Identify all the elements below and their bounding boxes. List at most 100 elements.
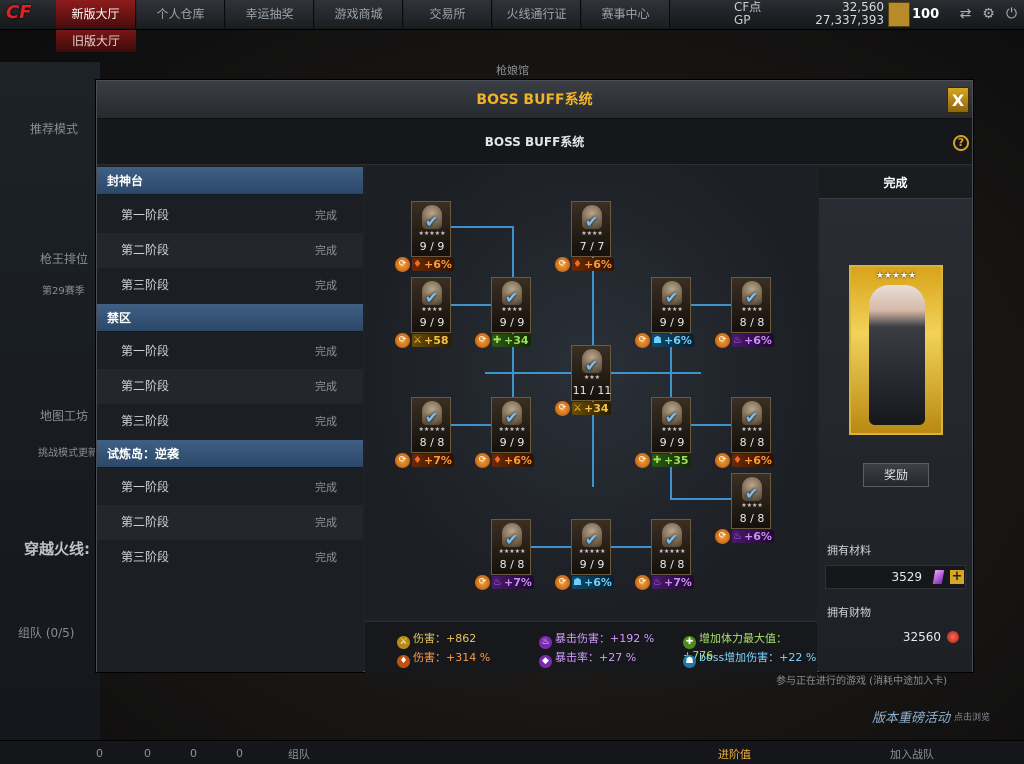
node-count: 8 / 8	[419, 436, 445, 449]
dialog-title-bar: BOSS BUFF系统 X	[97, 81, 972, 119]
node-stars: ★★★★	[501, 306, 523, 313]
buff-node[interactable]: ✔★★★★9 / 9	[651, 397, 691, 453]
upgrade-ring-icon[interactable]: ⟳	[475, 453, 490, 468]
click-browse-label: 点击浏览	[954, 713, 991, 723]
bonus-value: ☗+6%	[572, 576, 614, 589]
buff-node[interactable]: ✔★★★★8 / 8	[731, 473, 771, 529]
map-workshop-label[interactable]: 地图工坊	[40, 409, 89, 423]
node-bonus: ⟳✚+34	[475, 333, 535, 348]
node-stars: ★★★★	[741, 502, 763, 509]
buff-node[interactable]: ✔★★★★9 / 9	[411, 277, 451, 333]
upgrade-ring-icon[interactable]: ⟳	[715, 333, 730, 348]
upgrade-ring-icon[interactable]: ⟳	[635, 453, 650, 468]
fire-icon: ♦	[493, 455, 502, 466]
category-header-jinqu[interactable]: 禁区	[97, 304, 363, 332]
materials-value: 3529	[891, 570, 922, 584]
upgrade-ring-icon[interactable]: ⟳	[635, 575, 650, 590]
stage-item[interactable]: 第二阶段完成	[97, 505, 363, 540]
hero-reward-card[interactable]: ★★★★★	[849, 265, 943, 435]
stage-item[interactable]: 第二阶段完成	[97, 233, 363, 268]
buff-node[interactable]: ✔★★★★★8 / 8	[491, 519, 531, 575]
stage-item[interactable]: 第一阶段完成	[97, 198, 363, 233]
buff-node[interactable]: ✔★★★★★9 / 9	[411, 201, 451, 257]
recommended-mode-label[interactable]: 推荐模式	[30, 122, 79, 136]
crossfire-banner-label[interactable]: 穿越火线:	[24, 540, 90, 558]
node-bonus: ⟳♦+6%	[395, 257, 455, 272]
team-label[interactable]: 组队	[288, 748, 310, 761]
stage-item[interactable]: 第一阶段完成	[97, 470, 363, 505]
buff-node[interactable]: ✔★★★★7 / 7	[571, 201, 611, 257]
node-stars: ★★★★	[661, 426, 683, 433]
tab-event-center[interactable]: 赛事中心	[582, 0, 670, 28]
close-button[interactable]: X	[947, 87, 969, 113]
tab-lucky-draw[interactable]: 幸运抽奖	[226, 0, 314, 28]
buff-node[interactable]: ✔★★★★9 / 9	[651, 277, 691, 333]
season-label: 第29赛季	[42, 286, 85, 297]
stage-item[interactable]: 第三阶段完成	[97, 404, 363, 439]
bonus-value: ♨+7%	[652, 576, 694, 589]
buff-node[interactable]: ✔★★★★★9 / 9	[491, 397, 531, 453]
count-b: 0	[144, 747, 151, 760]
stage-item[interactable]: 第三阶段完成	[97, 540, 363, 575]
node-stars: ★★★	[583, 374, 601, 381]
upgrade-ring-icon[interactable]: ⟳	[395, 453, 410, 468]
buff-node[interactable]: ✔★★★★★8 / 8	[411, 397, 451, 453]
help-button[interactable]: ?	[953, 135, 969, 151]
stage-item[interactable]: 第三阶段完成	[97, 268, 363, 303]
tab-game-store[interactable]: 游戏商城	[315, 0, 403, 28]
rank-badge-icon[interactable]	[888, 2, 910, 27]
bonus-value: ♦+6%	[732, 454, 774, 467]
bottom-status-bar: 0 0 0 0 组队 进阶值 加入战队	[0, 740, 1024, 764]
gun-girl-hall-label[interactable]: 枪娘馆	[496, 64, 529, 77]
node-bonus: ⟳♦+6%	[555, 257, 615, 272]
join-clan-button[interactable]: 加入战队	[890, 748, 934, 761]
node-count: 8 / 8	[739, 512, 765, 525]
upgrade-ring-icon[interactable]: ⟳	[475, 575, 490, 590]
category-header-trial-island[interactable]: 试炼岛：逆袭	[97, 440, 363, 468]
upgrade-ring-icon[interactable]: ⟳	[475, 333, 490, 348]
power-icon[interactable]: ⏻	[1005, 6, 1018, 22]
upgrade-ring-icon[interactable]: ⟳	[555, 401, 570, 416]
stage-item[interactable]: 第一阶段完成	[97, 334, 363, 369]
buff-node[interactable]: ✔★★★★★8 / 8	[651, 519, 691, 575]
buff-node[interactable]: ✔★★★★9 / 9	[491, 277, 531, 333]
version-event-label[interactable]: 版本重磅活动	[872, 711, 951, 726]
stage-item[interactable]: 第二阶段完成	[97, 369, 363, 404]
tab-new-lobby[interactable]: 新版大厅	[56, 0, 136, 28]
buff-node[interactable]: ✔★★★★★9 / 9	[571, 519, 611, 575]
upgrade-ring-icon[interactable]: ⟳	[555, 575, 570, 590]
category-header-fengshentai[interactable]: 封神台	[97, 167, 363, 195]
add-materials-button[interactable]: +	[950, 569, 964, 584]
tab-old-lobby[interactable]: 旧版大厅	[56, 30, 136, 52]
tab-exchange[interactable]: 交易所	[404, 0, 492, 28]
tab-personal-warehouse[interactable]: 个人仓库	[137, 0, 225, 28]
upgrade-ring-icon[interactable]: ⟳	[715, 453, 730, 468]
upgrade-ring-icon[interactable]: ⟳	[555, 257, 570, 272]
ranked-label[interactable]: 枪王排位	[40, 252, 89, 266]
upgrade-ring-icon[interactable]: ⟳	[395, 257, 410, 272]
dialog-subheader: BOSS BUFF系统 ?	[97, 119, 972, 165]
upgrade-ring-icon[interactable]: ⟳	[395, 333, 410, 348]
cf-points-label: CF点	[734, 0, 762, 14]
reward-button[interactable]: 奖励	[863, 463, 929, 487]
buff-node[interactable]: ✔★★★★8 / 8	[731, 397, 771, 453]
background-left-panel: 推荐模式 枪王排位 第29赛季 地图工坊 挑战模式更新 穿越火线: 组队 (0/…	[0, 62, 100, 742]
upgrade-ring-icon[interactable]: ⟳	[715, 529, 730, 544]
tab-battle-pass[interactable]: 火线通行证	[493, 0, 581, 28]
stat-damage-percent: ♦伤害：+314 %	[397, 651, 490, 668]
upgrade-ring-icon[interactable]: ⟳	[635, 333, 650, 348]
dialog-subtitle: BOSS BUFF系统	[484, 135, 585, 149]
node-stars: ★★★★★	[498, 426, 526, 433]
swap-icon[interactable]: ⇄	[959, 6, 972, 22]
node-stars: ★★★★	[741, 306, 763, 313]
node-stars: ★★★★★	[578, 548, 606, 555]
boss-portrait	[662, 401, 682, 425]
gear-icon[interactable]: ⚙	[982, 6, 995, 22]
buff-node[interactable]: ✔★★★★8 / 8	[731, 277, 771, 333]
hero-portrait	[869, 285, 925, 425]
buff-node[interactable]: ✔★★★11 / 11	[571, 345, 611, 401]
boss-portrait	[502, 523, 522, 547]
node-count: 7 / 7	[579, 240, 605, 253]
boss-portrait	[582, 349, 602, 373]
boss-icon: ☗	[653, 335, 662, 346]
